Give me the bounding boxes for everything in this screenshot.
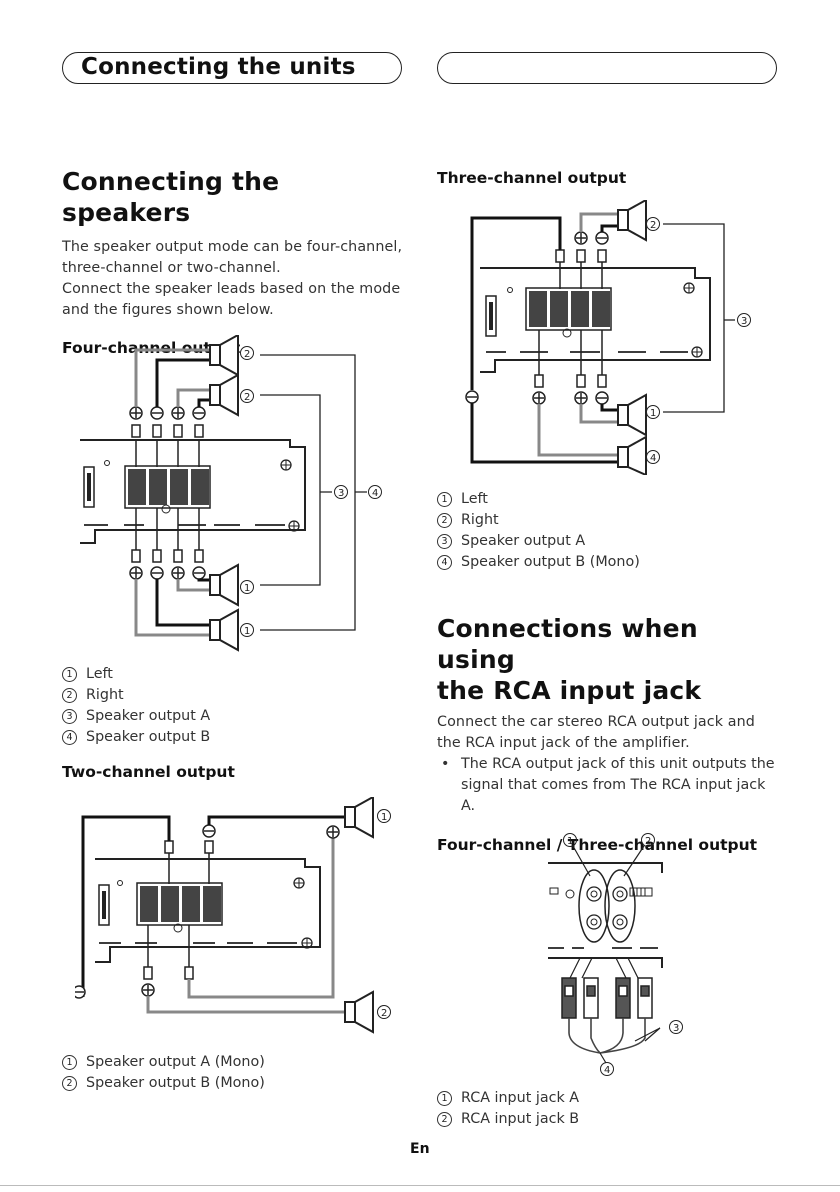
diagram-label: 2 [381, 1008, 387, 1019]
diagram-label: 2 [244, 392, 250, 403]
language-tag: En [410, 1141, 430, 1157]
four-channel-diagram: 2 2 1 1 3 4 [80, 335, 382, 652]
diagram-label: 1 [381, 812, 387, 823]
left-column: Connecting the speakers The speaker outp… [62, 160, 407, 358]
diagram-label: 1 [567, 836, 573, 847]
diagram-label: 1 [244, 626, 250, 637]
diagram-label: 3 [741, 316, 747, 327]
rca-intro: Connect the car stereo RCA output jack a… [437, 714, 755, 751]
rca-sub-heading: Four-channel / Three-channel output [437, 836, 758, 854]
four-channel-heading: Four-channel output [62, 339, 241, 357]
bullet-dot-icon: • [441, 756, 450, 772]
two-channel-heading: Two-channel output [62, 763, 235, 781]
section-header-pill-empty [437, 52, 777, 84]
speakers-intro-2: Connect the speaker leads based on the m… [62, 281, 401, 318]
three-channel-heading: Three-channel output [437, 169, 627, 187]
speakers-heading: Connecting the speakers [62, 167, 280, 227]
section-header-pill: Connecting the units [62, 52, 402, 84]
diagram-label: 4 [372, 488, 378, 499]
rca-diagram: 1 2 3 4 [548, 833, 683, 1076]
section-title: Connecting the units [81, 54, 356, 80]
three-channel-diagram: 2 1 4 3 [465, 200, 751, 475]
diagram-label: 4 [604, 1065, 610, 1076]
three-channel-heading-block: Three-channel output [437, 168, 782, 188]
diagram-label: 3 [673, 1023, 679, 1034]
diagram-label: 1 [650, 408, 656, 419]
diagram-label: 1 [244, 583, 250, 594]
diagram-label: 2 [645, 836, 651, 847]
diagram-label: 4 [650, 453, 656, 464]
rca-heading-line1: Connections when using [437, 614, 698, 674]
rca-heading-line2: the RCA input jack [437, 676, 702, 705]
rca-bullet: • The RCA output jack of this unit outpu… [437, 754, 782, 817]
speakers-intro-1: The speaker output mode can be four-chan… [62, 239, 403, 276]
two-channel-diagram: 1 2 [75, 797, 391, 1034]
diagram-label: 2 [244, 349, 250, 360]
footer-divider [0, 1185, 840, 1186]
diagram-label: 3 [338, 488, 344, 499]
diagram-label: 2 [650, 220, 656, 231]
